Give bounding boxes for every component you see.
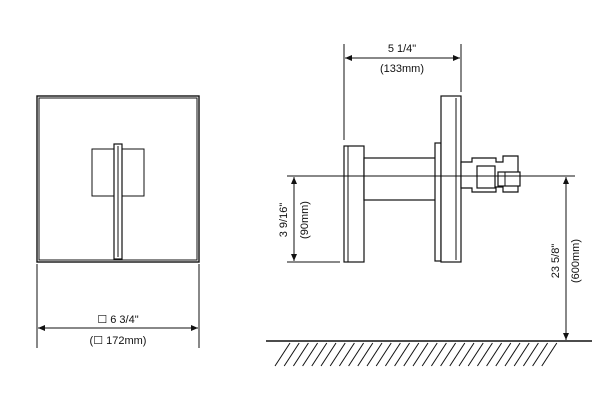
hatch-stroke (467, 342, 484, 367)
hatch-stroke (486, 342, 503, 367)
hatch-stroke (522, 342, 539, 367)
hatch-stroke (292, 342, 309, 367)
hatch-stroke (403, 342, 420, 367)
height-metric-label: (600mm) (570, 239, 582, 283)
hatch-stroke (384, 342, 401, 367)
front-view: ☐ 6 3/4" (☐ 172mm) (36, 95, 200, 348)
hatch-stroke (375, 342, 392, 367)
side-escutcheon-ring (434, 142, 442, 262)
offset-imperial-label: 3 9/16" (278, 203, 290, 238)
hatch-stroke (440, 342, 457, 367)
hatch-stroke (476, 342, 493, 367)
hatch-stroke (449, 342, 466, 367)
width-metric-label: (☐ 172mm) (90, 335, 147, 347)
trim-plate-inner-edge (38, 97, 198, 261)
hatch-stroke (274, 342, 291, 367)
hatch-stroke (338, 342, 355, 367)
trim-plate-outline (36, 95, 200, 263)
hatch-stroke (541, 342, 558, 367)
side-handle-block (343, 145, 365, 263)
hatch-stroke (430, 342, 447, 367)
hatch-stroke (366, 342, 383, 367)
hatch-stroke (532, 342, 549, 367)
hatch-stroke (412, 342, 429, 367)
side-valve-nut (497, 171, 521, 187)
hatch-stroke (458, 342, 475, 367)
hatch-stroke (283, 342, 300, 367)
offset-metric-label: (90mm) (299, 201, 311, 239)
hatch-stroke (329, 342, 346, 367)
depth-metric-label: (133mm) (380, 63, 424, 75)
side-trim-plate (440, 95, 462, 263)
depth-imperial-label: 5 1/4" (388, 43, 416, 55)
hatch-stroke (348, 342, 365, 367)
hatch-stroke (504, 342, 521, 367)
hatch-stroke (311, 342, 328, 367)
height-imperial-label: 23 5/8" (550, 244, 562, 279)
hatch-stroke (357, 342, 374, 367)
side-view: 5 1/4" (133mm) 3 9/16" (90mm) 23 5/8" (6… (266, 43, 592, 367)
hatch-stroke (513, 342, 530, 367)
floor-hatching (274, 342, 558, 367)
hatch-stroke (421, 342, 438, 367)
hatch-stroke (302, 342, 319, 367)
width-imperial-label: ☐ 6 3/4" (97, 314, 138, 326)
side-stem (363, 157, 441, 201)
hatch-stroke (495, 342, 512, 367)
hatch-stroke (320, 342, 337, 367)
hatch-stroke (394, 342, 411, 367)
side-valve-cartridge (476, 165, 496, 189)
